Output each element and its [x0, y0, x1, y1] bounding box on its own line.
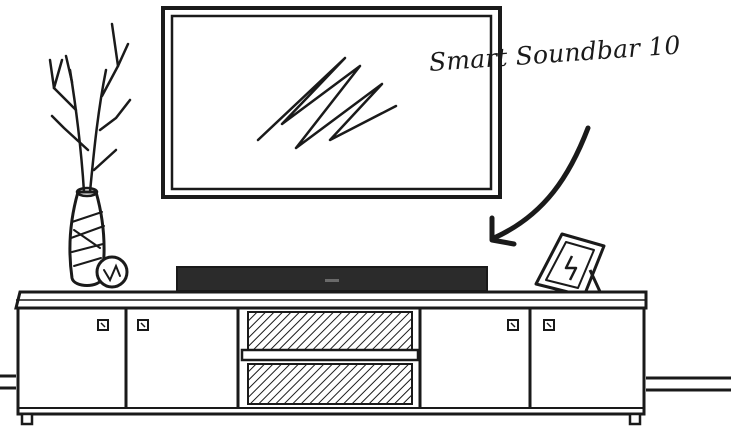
curved-arrow-icon — [492, 128, 588, 244]
soundbar-icon — [177, 267, 487, 291]
tv-console-icon — [16, 292, 646, 424]
wall-tv-icon — [163, 8, 500, 197]
vase-with-branches-icon — [50, 24, 130, 287]
picture-frame-icon — [536, 234, 604, 296]
